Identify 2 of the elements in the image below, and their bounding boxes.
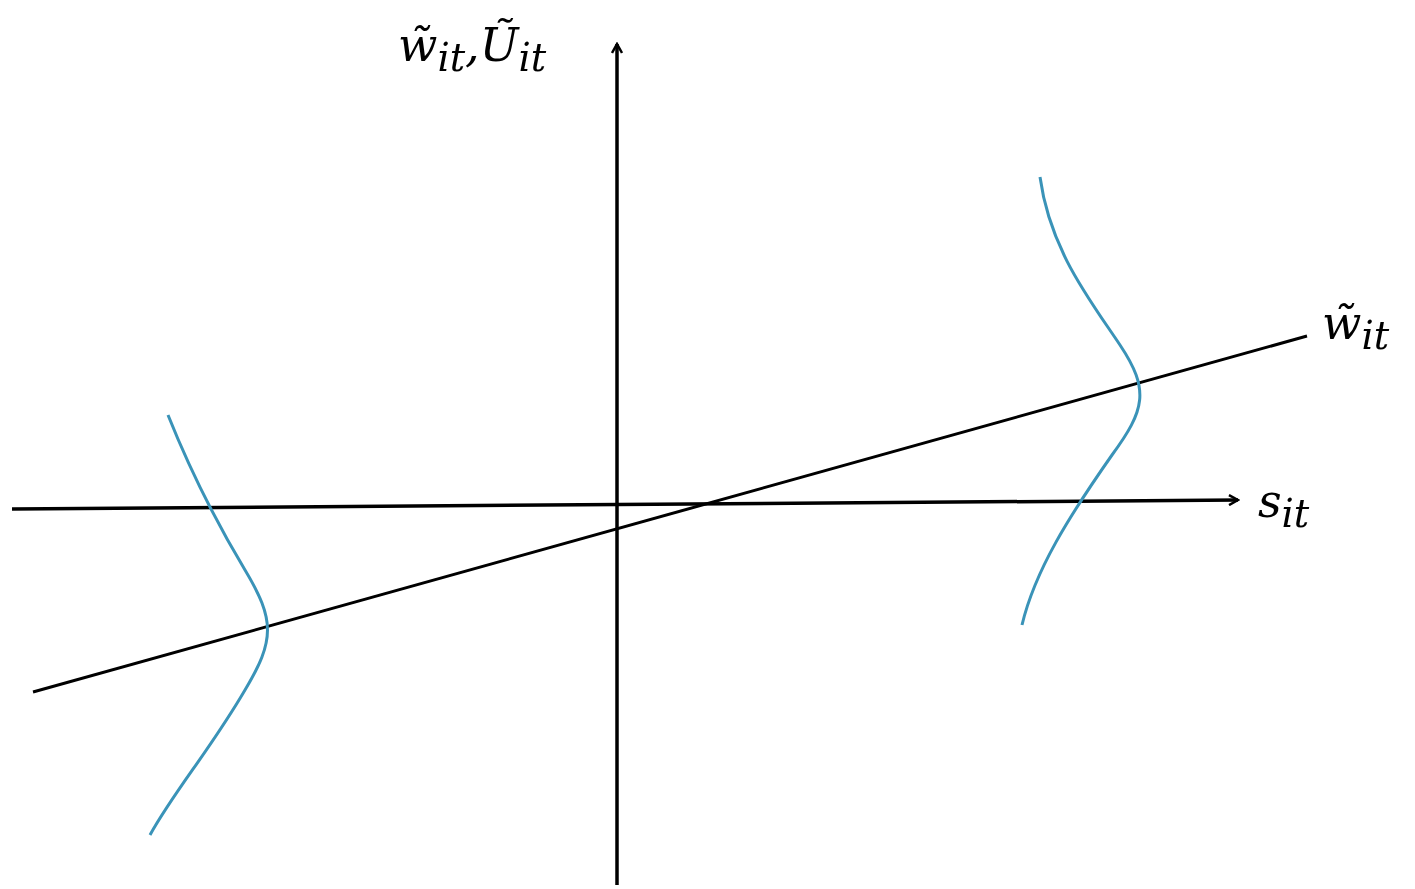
line-label: w̃$_{it}$ bbox=[1322, 300, 1390, 356]
axis-label: s$_{it}$ bbox=[1258, 478, 1310, 534]
